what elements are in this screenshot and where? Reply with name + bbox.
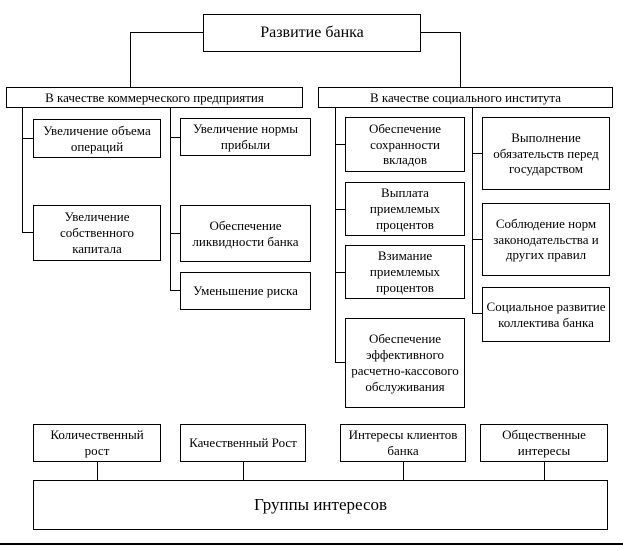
connector-line (335, 362, 345, 363)
node-quantitative-growth: Количественный рост (33, 424, 161, 462)
connector-line (335, 272, 345, 273)
node-acceptable-interest-charging: Взимание приемлемых процентов (345, 245, 465, 299)
connector-line (22, 232, 33, 233)
connector-line (130, 32, 131, 87)
node-ensure-bank-liquidity: Обеспечение ликвидности банка (180, 205, 311, 262)
connector-line (170, 233, 180, 234)
node-state-obligations: Выполнение обязательств перед государств… (482, 117, 610, 190)
node-increase-profit-rate: Увеличение нормы прибыли (180, 118, 311, 156)
node-increase-operations-volume: Увеличение объема операций (33, 119, 161, 158)
node-legislation-compliance: Соблюдение норм законодательства и други… (482, 203, 610, 276)
connector-line (403, 462, 404, 480)
connector-line (170, 137, 180, 138)
node-client-interests: Интересы клиентов банка (340, 424, 466, 462)
connector-line (22, 138, 33, 139)
connector-line (335, 144, 345, 145)
node-public-interests: Общественные интересы (480, 424, 608, 462)
node-risk-reduction: Уменьшение риска (180, 272, 311, 310)
node-deposit-safety: Обеспечение сохранности вкладов (345, 117, 465, 172)
node-acceptable-interest-payment: Выплата приемлемых процентов (345, 182, 465, 236)
node-qualitative-growth: Качественный Рост (180, 424, 306, 462)
node-commercial-enterprise-header: В качестве коммерческого предприятия (6, 87, 303, 108)
connector-line (472, 239, 482, 240)
connector-line (97, 462, 98, 480)
connector-line (460, 32, 461, 87)
connector-line (472, 313, 482, 314)
connector-line (472, 153, 482, 154)
node-bank-development: Развитие банка (203, 14, 421, 52)
node-social-institution-header: В качестве социального института (318, 87, 613, 108)
connector-line (544, 462, 545, 480)
node-interest-groups: Группы интересов (33, 480, 608, 530)
connector-line (170, 108, 171, 291)
image-border-bottom (0, 543, 623, 545)
connector-line (421, 32, 461, 33)
connector-line (22, 108, 23, 233)
connector-line (243, 462, 244, 480)
node-effective-cash-services: Обеспечение эффективного расчетно-кассов… (345, 318, 465, 408)
node-staff-social-development: Социальное развитие коллектива банка (482, 287, 610, 342)
connector-line (335, 108, 336, 363)
connector-line (335, 209, 345, 210)
connector-line (130, 32, 203, 33)
connector-line (170, 290, 180, 291)
node-increase-own-capital: Увеличение собственного капитала (33, 205, 161, 261)
connector-line (472, 108, 473, 314)
